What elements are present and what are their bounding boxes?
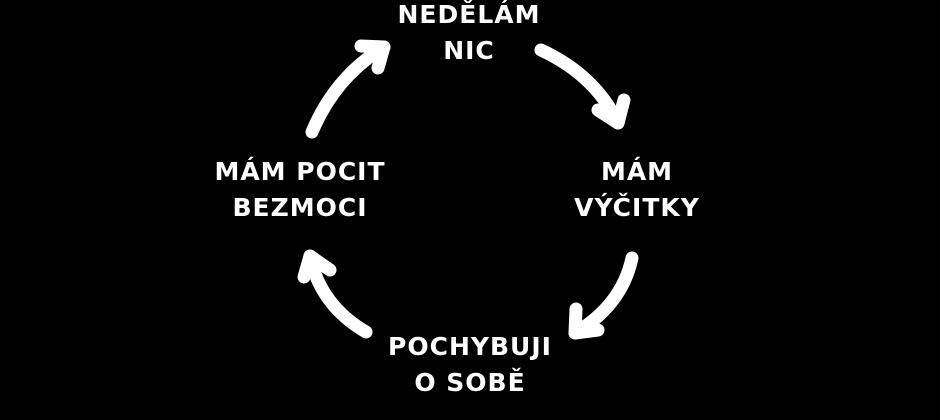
node-bottom-line-1: POCHYBUJI [388, 332, 552, 361]
node-left-line-2: BEZMOCI [232, 193, 368, 222]
arrow-head-icon [297, 249, 337, 284]
arrow-shaft [568, 251, 639, 340]
node-top-line-2: NIC [443, 36, 495, 65]
arrow-head-icon [354, 39, 391, 75]
node-bottom-label: POCHYBUJI O SOBĚ [388, 329, 552, 401]
arrow-head-icon [591, 93, 631, 130]
node-right-label: MÁM VÝČITKY [574, 154, 700, 226]
arrow-head-icon [568, 302, 605, 340]
node-right-line-2: VÝČITKY [574, 193, 700, 222]
arrow-left-to-top [305, 39, 391, 139]
arrow-shaft [305, 40, 391, 139]
arrow-top-to-right [534, 43, 631, 130]
node-bottom-line-2: O SOBĚ [414, 368, 526, 397]
node-top-line-1: NEDĚLÁM [397, 0, 541, 29]
node-left-label: MÁM POCIT BEZMOCI [214, 154, 385, 226]
node-top-label: NEDĚLÁM NIC [398, 0, 541, 69]
node-right-line-1: MÁM [600, 157, 674, 186]
arrow-right-to-bottom [568, 251, 639, 340]
arrow-bottom-to-left [297, 249, 373, 339]
node-left-line-1: MÁM POCIT [214, 157, 386, 186]
